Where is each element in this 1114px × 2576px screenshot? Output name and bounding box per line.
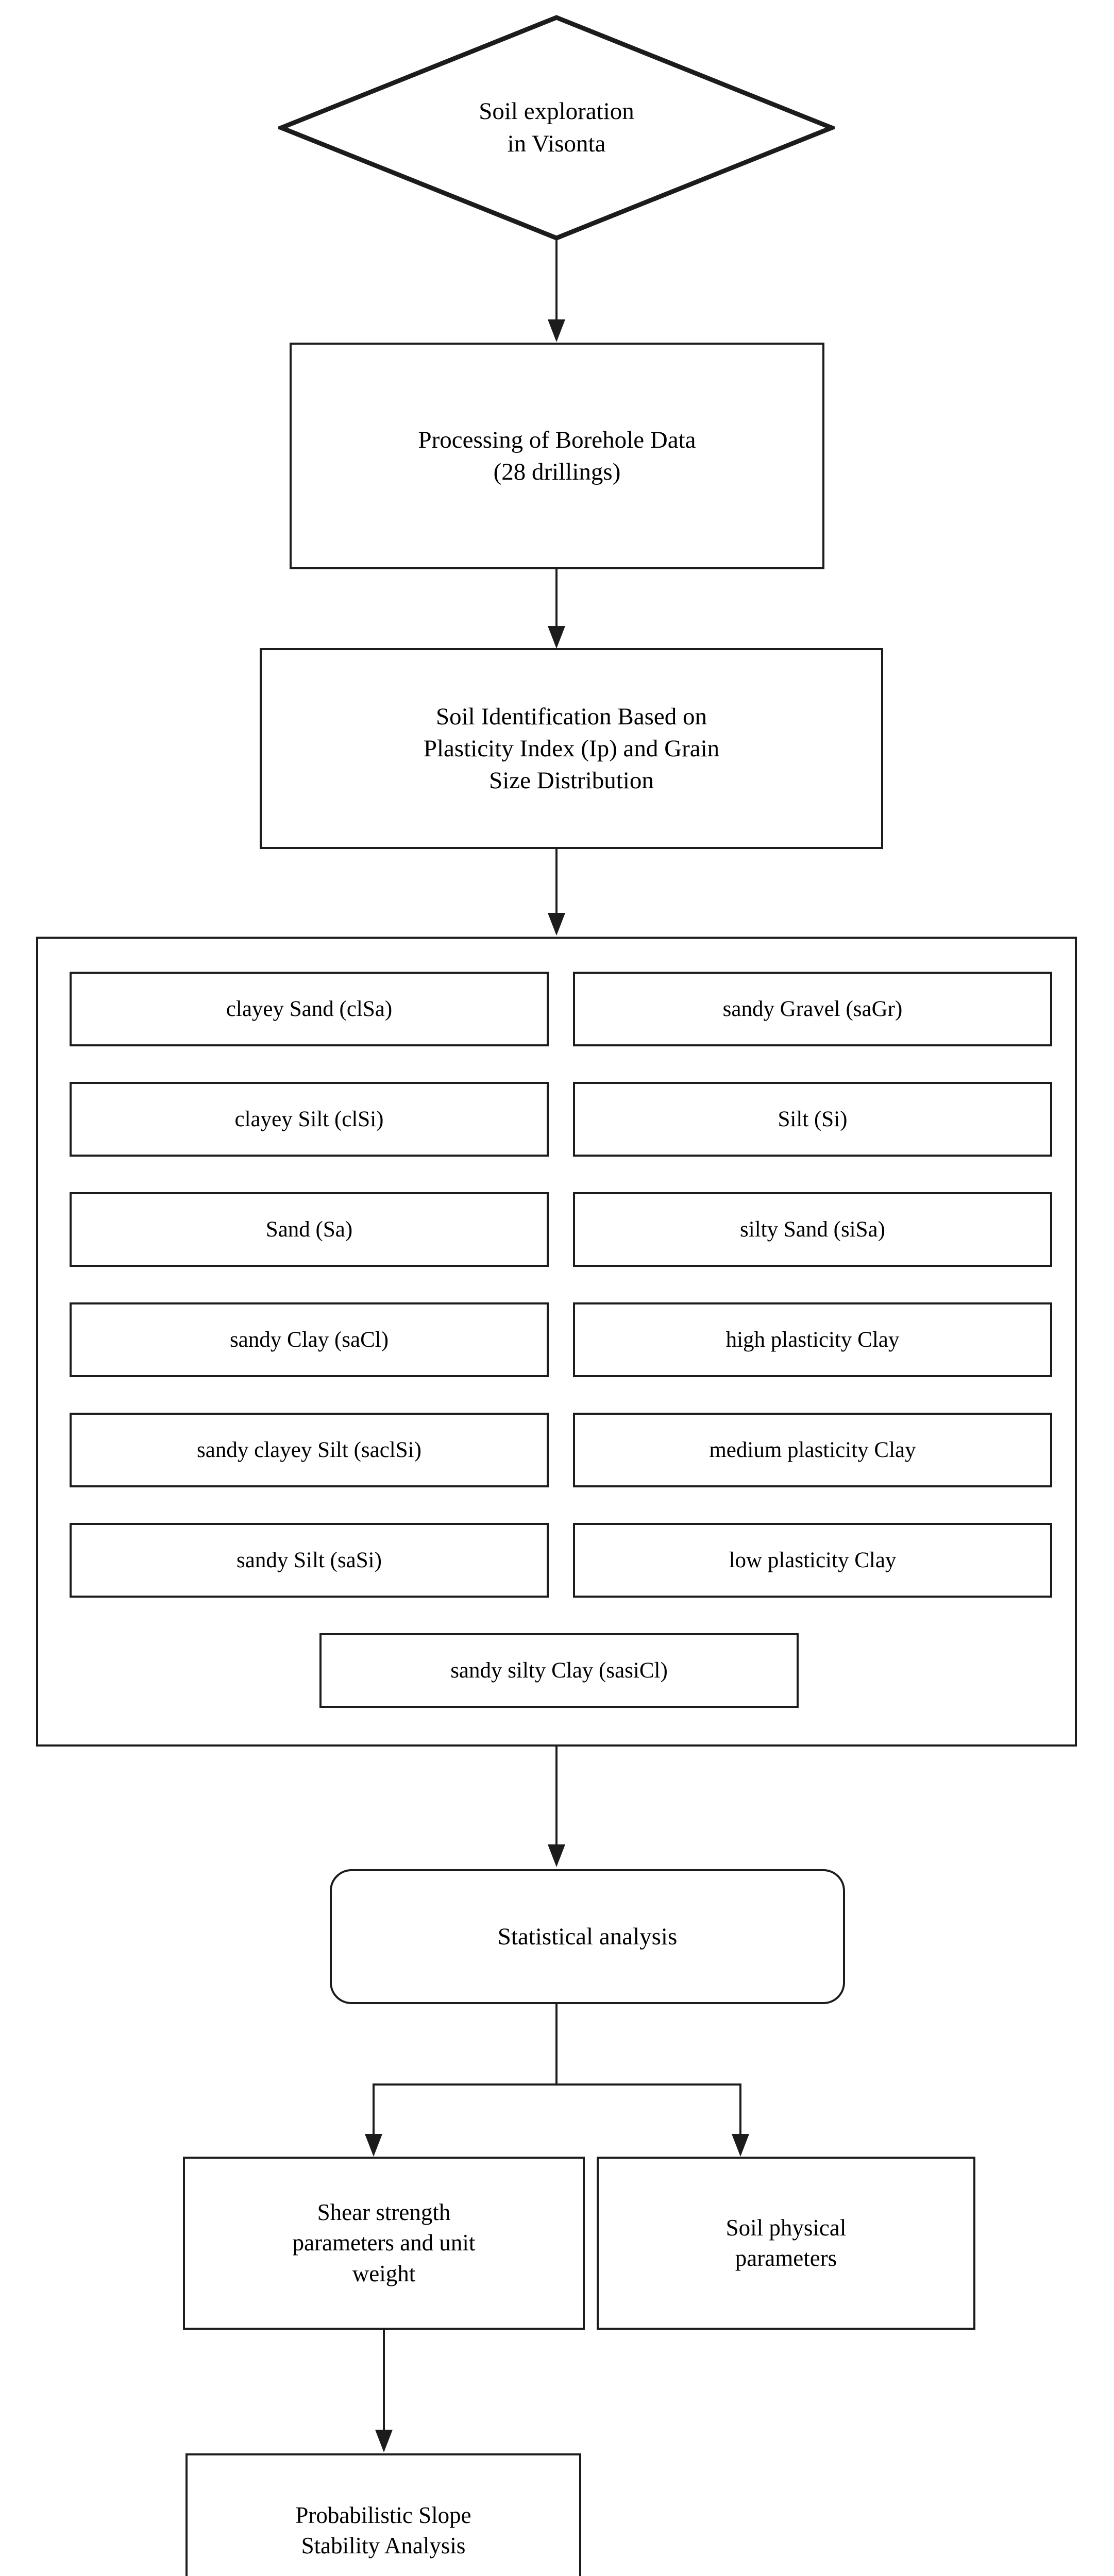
connector-borehole-to-identification	[555, 569, 558, 629]
soil-type-chip[interactable]: sandy Gravel (saGr)	[573, 972, 1052, 1046]
soil-type-chip[interactable]: clayey Silt (clSi)	[70, 1082, 549, 1157]
soil-type-label: clayey Silt (clSi)	[234, 1107, 384, 1131]
soil-type-label: low plasticity Clay	[729, 1548, 897, 1572]
soil-type-label: sandy clayey Silt (saclSi)	[197, 1438, 421, 1462]
connector-identification-to-group	[555, 849, 558, 917]
node-shear-strength[interactable]: Shear strength parameters and unit weigh…	[183, 2157, 585, 2330]
node-probabilistic-slope-stability-label: Probabilistic Slope Stability Analysis	[295, 2502, 471, 2558]
connector-branch-right	[739, 2083, 741, 2137]
node-shear-strength-label: Shear strength parameters and unit weigh…	[292, 2199, 476, 2286]
soil-type-chip[interactable]: medium plasticity Clay	[573, 1413, 1052, 1487]
soil-type-label: sandy Silt (saSi)	[237, 1548, 382, 1572]
soil-type-label: sandy Clay (saCl)	[229, 1328, 389, 1352]
node-statistical-analysis[interactable]: Statistical analysis	[330, 1869, 845, 2004]
arrowhead-shear-strength	[365, 2134, 382, 2157]
soil-type-chip[interactable]: Sand (Sa)	[70, 1192, 549, 1267]
connector-group-to-statistical	[555, 1747, 558, 1848]
soil-type-label: silty Sand (siSa)	[740, 1217, 885, 1242]
soil-type-chip[interactable]: silty Sand (siSa)	[573, 1192, 1052, 1267]
node-soil-exploration[interactable]: Soil exploration in Visonta	[278, 14, 835, 241]
node-borehole-processing[interactable]: Processing of Borehole Data (28 drilling…	[290, 343, 824, 569]
soil-type-label: high plasticity Clay	[725, 1328, 900, 1352]
soil-type-chip[interactable]: clayey Sand (clSa)	[70, 972, 549, 1046]
arrowhead-group	[548, 913, 565, 936]
soil-type-label: Silt (Si)	[778, 1107, 848, 1131]
connector-statistical-stem	[555, 2004, 558, 2086]
node-soil-physical[interactable]: Soil physical parameters	[597, 2157, 975, 2330]
node-soil-exploration-label: Soil exploration in Visonta	[479, 97, 634, 157]
soil-type-chip[interactable]: sandy Silt (saSi)	[70, 1523, 549, 1598]
soil-type-chip[interactable]: high plasticity Clay	[573, 1302, 1052, 1377]
node-soil-identification-label: Soil Identification Based on Plasticity …	[423, 703, 720, 794]
arrowhead-probabilistic	[375, 2430, 393, 2452]
soil-type-label: sandy Gravel (saGr)	[722, 997, 903, 1021]
node-borehole-processing-label: Processing of Borehole Data (28 drilling…	[418, 426, 696, 485]
arrowhead-soil-physical	[732, 2134, 749, 2157]
node-soil-identification[interactable]: Soil Identification Based on Plasticity …	[260, 648, 883, 849]
arrowhead-identification	[548, 626, 565, 649]
soil-type-chip[interactable]: sandy silty Clay (sasiCl)	[319, 1633, 799, 1708]
soil-type-chip[interactable]: low plasticity Clay	[573, 1523, 1052, 1598]
soil-type-label: sandy silty Clay (sasiCl)	[450, 1658, 668, 1683]
soil-type-label: medium plasticity Clay	[709, 1438, 916, 1462]
node-probabilistic-slope-stability[interactable]: Probabilistic Slope Stability Analysis	[185, 2453, 581, 2576]
connector-start-to-borehole	[555, 240, 558, 323]
connector-branch-horizontal	[373, 2083, 741, 2086]
node-statistical-analysis-label: Statistical analysis	[497, 1923, 678, 1950]
connector-shear-to-probabilistic	[383, 2330, 385, 2433]
connector-branch-left	[373, 2083, 375, 2137]
soil-type-chip[interactable]: sandy clayey Silt (saclSi)	[70, 1413, 549, 1487]
arrowhead-borehole	[548, 319, 565, 342]
soil-type-chip[interactable]: Silt (Si)	[573, 1082, 1052, 1157]
node-soil-physical-label: Soil physical parameters	[725, 2214, 847, 2271]
soil-type-chip[interactable]: sandy Clay (saCl)	[70, 1302, 549, 1377]
soil-type-label: clayey Sand (clSa)	[226, 997, 393, 1021]
arrowhead-statistical	[548, 1844, 565, 1867]
soil-type-label: Sand (Sa)	[265, 1217, 353, 1242]
diamond-shape	[278, 15, 835, 241]
